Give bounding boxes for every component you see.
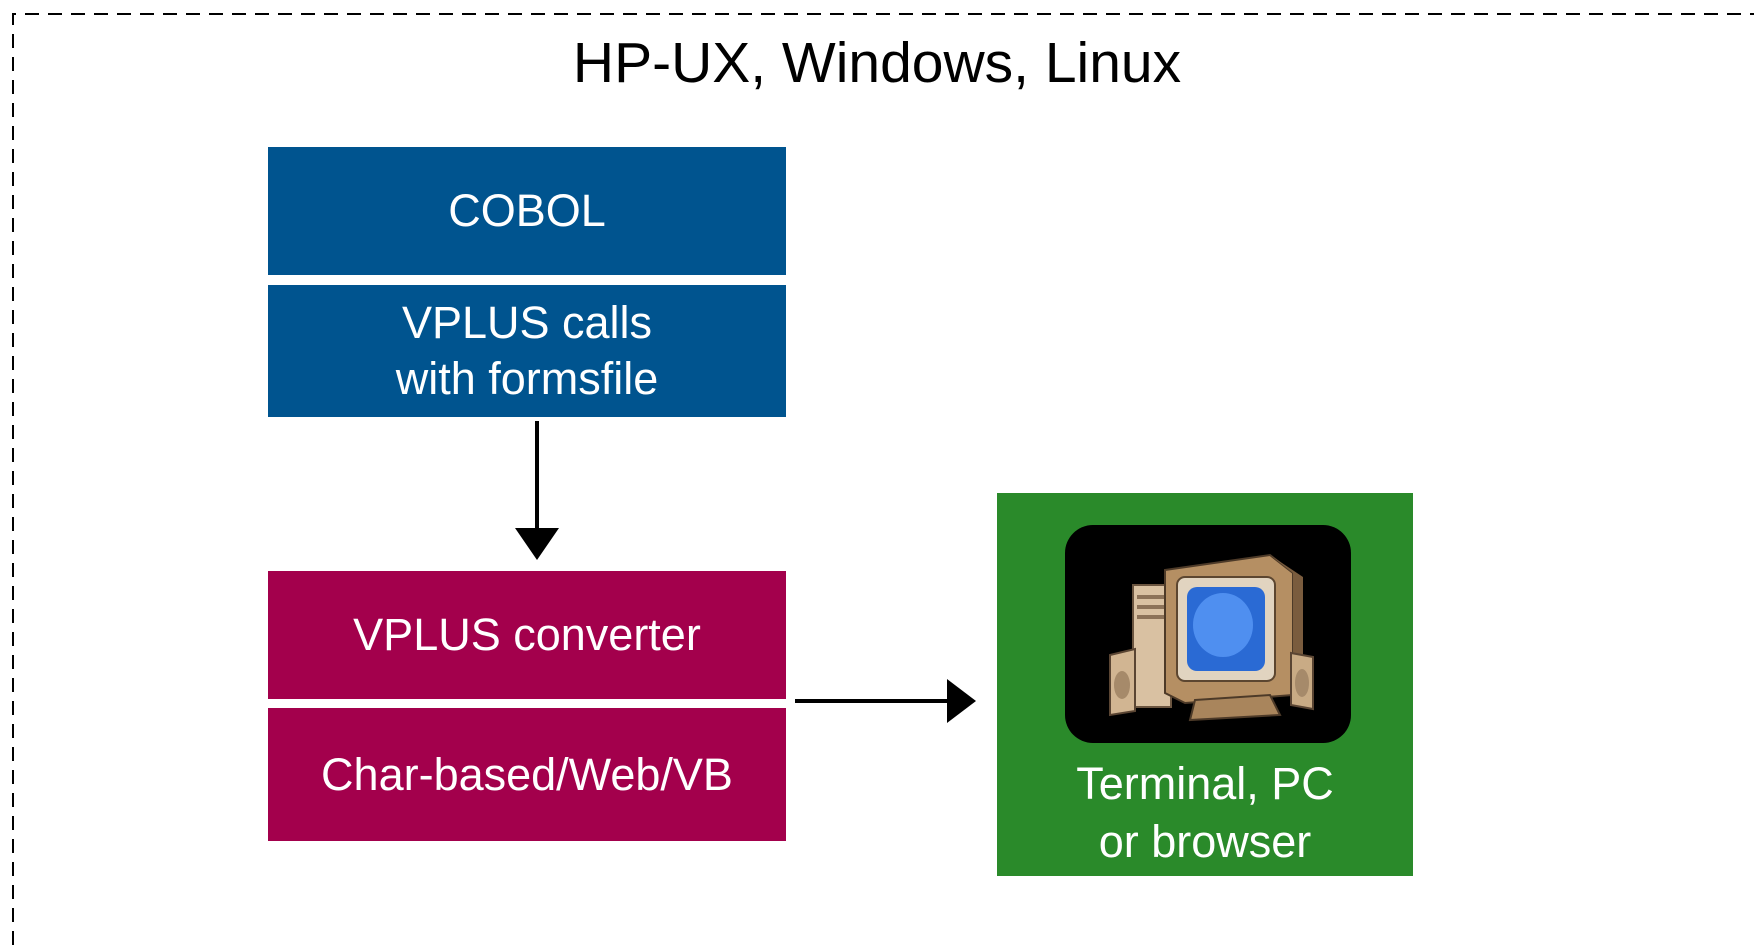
platform-title: HP-UX, Windows, Linux [572, 31, 1182, 95]
vplus-converter-block: VPLUS converter [268, 571, 786, 699]
cobol-label: COBOL [448, 185, 606, 236]
computer-icon [1065, 525, 1351, 743]
vplus-calls-label-line1: VPLUS calls [401, 297, 653, 348]
char-based-label: Char-based/Web/VB [321, 748, 733, 800]
vplus-converter-label: VPLUS converter [353, 609, 701, 660]
terminal-label: Terminal, PC or browser [997, 755, 1413, 871]
terminal-block: Terminal, PC or browser [997, 493, 1413, 876]
vplus-calls-block: VPLUS calls with formsfile [268, 285, 786, 417]
vplus-calls-label-line2: with formsfile [395, 353, 659, 404]
terminal-label-line1: Terminal, PC [1076, 758, 1334, 809]
cobol-block: COBOL [268, 147, 786, 275]
char-based-block: Char-based/Web/VB [268, 708, 786, 841]
terminal-label-line2: or browser [1098, 816, 1312, 867]
